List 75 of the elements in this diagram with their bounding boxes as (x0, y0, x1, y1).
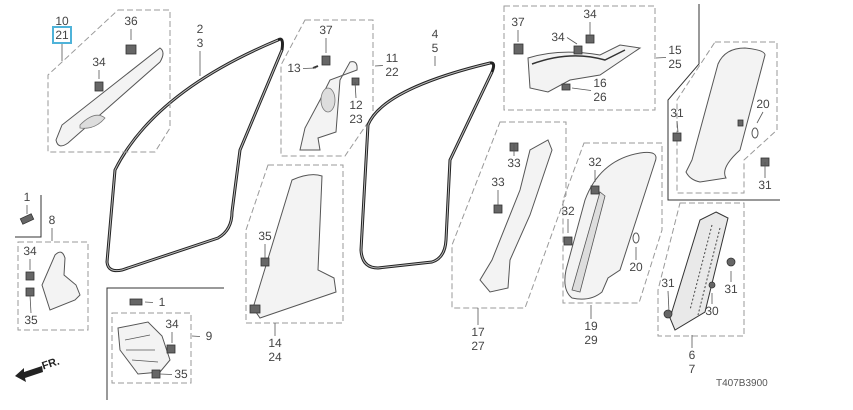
leader-line (590, 304, 592, 320)
callout-number: 20 (755, 97, 771, 111)
callout-number: 14 (267, 336, 283, 350)
callout-number: 25 (667, 57, 683, 71)
leader-line (676, 120, 678, 132)
callout-number: 1 (158, 295, 166, 309)
direction-label: FR. (40, 354, 62, 374)
callout-number: 31 (757, 178, 773, 192)
callout-number: 35 (257, 229, 273, 243)
callout-number: 32 (587, 155, 603, 169)
callout-number: 34 (582, 7, 598, 21)
callout-number: 34 (91, 55, 107, 69)
callout-number: 36 (123, 14, 139, 28)
leader-line (354, 82, 356, 98)
callout-number: 17 (470, 325, 486, 339)
callout-number: 16 (592, 76, 608, 90)
leader-line (130, 28, 132, 40)
callout-number: 34 (22, 244, 38, 258)
callout-number: 13 (286, 61, 302, 75)
leader-line (264, 244, 266, 258)
callout-number: 10 (54, 14, 70, 28)
leader-line (26, 204, 28, 214)
callout-number: 3 (196, 36, 204, 50)
callout-number: 8 (48, 213, 56, 227)
callout-number: 19 (583, 319, 599, 333)
callout-number: 35 (23, 313, 39, 327)
callout-number: 31 (660, 276, 676, 290)
callout-number: 29 (583, 333, 599, 347)
leader-line (566, 37, 578, 44)
drawing-code: T407B3900 (716, 377, 768, 391)
callout-number: 26 (592, 90, 608, 104)
leader-line (30, 294, 32, 314)
leader-line (730, 270, 732, 282)
leader-line (144, 302, 154, 303)
callout-number: 11 (384, 51, 400, 65)
callout-number: 21 (54, 28, 70, 42)
leader-line (302, 68, 316, 69)
leader-line (594, 170, 596, 182)
leader-line (764, 162, 766, 178)
callout-number: 31 (669, 106, 685, 120)
leader-line (274, 322, 276, 336)
callout-number: 22 (384, 65, 400, 79)
leader-line (572, 88, 592, 91)
leader-line (668, 290, 670, 312)
leader-line (160, 374, 172, 375)
leader-line (98, 70, 100, 80)
leader-line (434, 56, 436, 66)
callout-number: 32 (560, 204, 576, 218)
callout-number: 37 (510, 15, 526, 29)
callout-number: 27 (470, 339, 486, 353)
leader-line (656, 57, 666, 58)
callout-number: 33 (506, 156, 522, 170)
callout-number: 4 (430, 27, 440, 41)
callout-number: 20 (628, 260, 644, 274)
callout-number: 34 (550, 30, 566, 44)
callout-number: 37 (318, 23, 334, 37)
callout-number: 30 (704, 304, 720, 318)
callout-number: 5 (430, 41, 440, 55)
callout-number: 12 (348, 98, 364, 112)
callout-number: 33 (490, 175, 506, 189)
callout-number: 34 (164, 317, 180, 331)
callout-number: 15 (667, 43, 683, 57)
callout-number: 35 (173, 367, 189, 381)
nut (708, 282, 716, 288)
callout-number: 1 (22, 190, 32, 204)
leader-line (756, 112, 764, 124)
leader-line (374, 65, 384, 66)
leader-line (192, 336, 200, 337)
callout-number: 24 (267, 350, 283, 364)
callout-number: 6 (688, 348, 696, 362)
callout-number: 31 (723, 282, 739, 296)
callout-number: 9 (204, 329, 214, 343)
callout-number: 7 (688, 362, 696, 376)
callout-number: 23 (348, 112, 364, 126)
callout-number: 2 (196, 22, 204, 36)
